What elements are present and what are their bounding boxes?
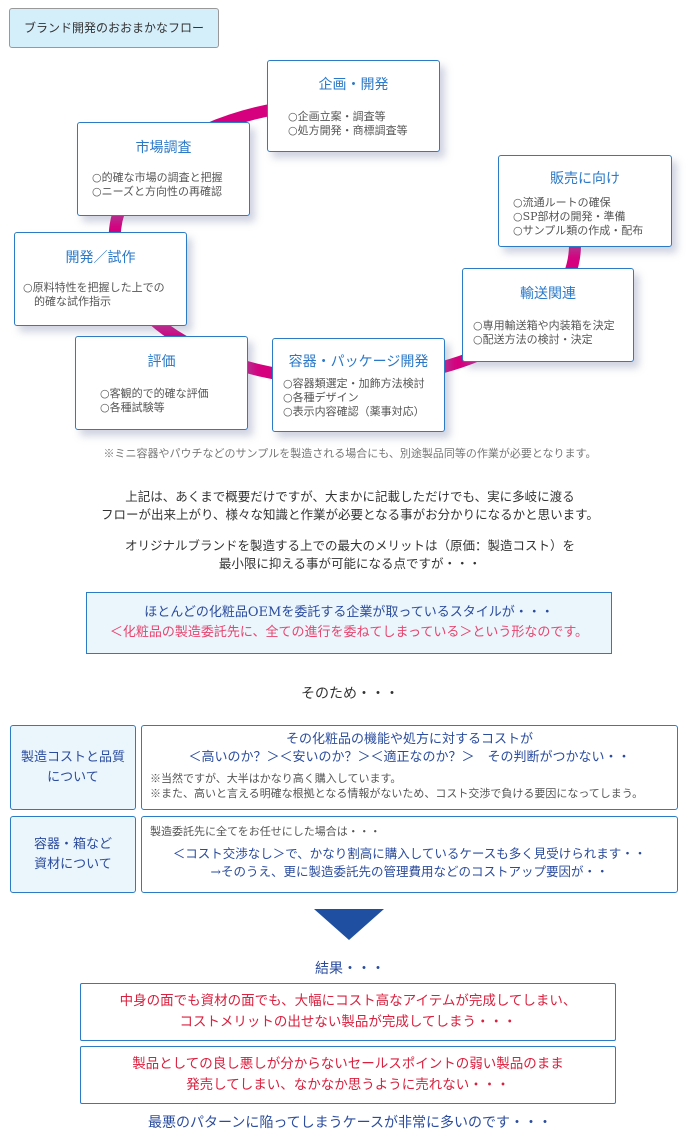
- result-line: 中身の面でも資材の面でも、大幅にコスト高なアイテムが完成してしまい、: [119, 993, 577, 1009]
- result-box-1: 中身の面でも資材の面でも、大幅にコスト高なアイテムが完成してしまい、 コストメリ…: [80, 983, 616, 1041]
- flow-card-item: ○表示内容確認（薬事対応）: [283, 405, 425, 418]
- result-line: コストメリットの出せない製品が完成してしまう・・・: [179, 1014, 517, 1030]
- flow-card-items: ○的確な市場の調査と把握○ニーズと方向性の再確認: [78, 171, 249, 199]
- flow-card-item: ○SP部材の開発・準備: [513, 210, 626, 223]
- flow-card-title: 市場調査: [135, 140, 192, 156]
- flow-card-title: 開発／試作: [65, 250, 136, 266]
- issue-label-cost: 製造コストと品質について: [10, 725, 136, 810]
- flow-note: ※ミニ容器やパウチなどのサンプルを製造される場合にも、別途製品同等の作業が必要と…: [103, 447, 597, 460]
- label-line: について: [47, 769, 99, 785]
- flow-card-kikaku: 企画・開発 ○企画立案・調査等○処方開発・商標調査等: [267, 60, 440, 152]
- oem-line-2: ＜化粧品の製造委託先に、全ての進行を委ねてしまっている＞という形なのです。: [109, 625, 589, 640]
- flow-card-item: ○企画立案・調査等: [288, 110, 386, 123]
- text-line: フローが出来上がり、様々な知識と作業が必要となる事がお分かりになるかと思います。: [101, 507, 599, 522]
- headline-line: ＜コスト交渉なし＞で、かなり割高に購入しているケースも多く見受けられます・・: [172, 846, 647, 861]
- flow-card-item: ○サンプル類の作成・配布: [513, 224, 644, 237]
- flow-card-items: ○専用輸送箱や内装箱を決定○配送方法の検討・決定: [463, 319, 633, 347]
- flow-card-yuso: 輸送関連 ○専用輸送箱や内装箱を決定○配送方法の検討・決定: [462, 268, 634, 362]
- flow-title: ブランド開発のおおまかなフロー: [9, 8, 219, 48]
- flow-card-item: ○流通ルートの確保: [513, 196, 611, 209]
- issue-box-materials: 製造委託先に全てをお任せにした場合は・・・ ＜コスト交渉なし＞で、かなり割高に購…: [141, 816, 678, 893]
- flow-card-items: ○容器類選定・加飾方法検討○各種デザイン○表示内容確認（薬事対応）: [273, 377, 444, 419]
- label-line: 製造コストと品質: [20, 749, 125, 765]
- flow-card-title: 企画・開発: [318, 77, 389, 93]
- flow-card-item: ○配送方法の検討・決定: [473, 333, 593, 346]
- flow-card-item: 的確な試作指示: [23, 295, 111, 308]
- flow-card-title: 評価: [147, 354, 176, 370]
- flow-card-item: ○各種試験等: [100, 401, 165, 414]
- label-line: 資材について: [34, 856, 112, 872]
- flow-card-shisaku: 開発／試作 ○原料特性を把握した上での 的確な試作指示: [14, 232, 187, 326]
- result-label: 結果・・・: [315, 961, 385, 977]
- summary-paragraph-1: 上記は、あくまで概要だけですが、大まかに記載しただけでも、実に多岐に渡る フロー…: [0, 488, 700, 524]
- summary-paragraph-2: オリジナルブランドを製造する上での最大のメリットは（原価：製造コスト）を 最小限…: [0, 537, 700, 573]
- flow-card-hyoka: 評価 ○客観的で的確な評価○各種試験等: [75, 336, 248, 430]
- flow-card-item: ○容器類選定・加飾方法検討: [283, 377, 425, 390]
- result-box-2: 製品としての良し悪しが分からないセールスポイントの弱い製品のまま 発売してしまい…: [80, 1046, 616, 1104]
- flow-card-item: ○各種デザイン: [283, 391, 359, 404]
- flow-card-title: 容器・パッケージ開発: [288, 354, 429, 370]
- flow-card-items: ○流通ルートの確保○SP部材の開発・準備○サンプル類の作成・配布: [499, 196, 671, 238]
- flow-card-items: ○客観的で的確な評価○各種試験等: [76, 387, 247, 415]
- flow-card-hanbai: 販売に向け ○流通ルートの確保○SP部材の開発・準備○サンプル類の作成・配布: [498, 155, 672, 247]
- flow-card-item: ○客観的で的確な評価: [100, 387, 209, 400]
- result-line: 発売してしまい、なかなか思うように売れない・・・: [186, 1077, 510, 1093]
- issue-box-cost: その化粧品の機能や処方に対するコストが ＜高いのか？＞＜安いのか？＞＜適正なのか…: [141, 725, 678, 810]
- flow-card-item: ○処方開発・商標調査等: [288, 124, 408, 137]
- text-line: オリジナルブランドを製造する上での最大のメリットは（原価：製造コスト）を: [124, 538, 575, 553]
- issue-label-materials: 容器・箱など資材について: [10, 816, 136, 893]
- headline-line: ＜高いのか？＞＜安いのか？＞＜適正なのか？＞ その判断がつかない・・: [188, 750, 631, 765]
- note-line: ※当然ですが、大半はかなり高く購入しています。: [150, 772, 402, 785]
- oem-line-1: ほとんどの化粧品OEMを委託する企業が取っているスタイルが・・・: [144, 605, 554, 620]
- oem-style-box: ほとんどの化粧品OEMを委託する企業が取っているスタイルが・・・ ＜化粧品の製造…: [86, 592, 612, 654]
- flow-card-shijo: 市場調査 ○的確な市場の調査と把握○ニーズと方向性の再確認: [77, 122, 250, 216]
- result-line: 製品としての良し悪しが分からないセールスポイントの弱い製品のまま: [132, 1056, 564, 1072]
- flow-card-title: 輸送関連: [520, 286, 576, 302]
- flow-card-item: ○原料特性を把握した上での: [23, 281, 165, 294]
- text-line: 上記は、あくまで概要だけですが、大まかに記載しただけでも、実に多岐に渡る: [125, 489, 575, 504]
- flow-card-items: ○企画立案・調査等○処方開発・商標調査等: [268, 110, 439, 138]
- text-line: 最小限に抑える事が可能になる点ですが・・・: [218, 556, 482, 571]
- label-line: 容器・箱など: [33, 836, 112, 852]
- flow-card-yoki: 容器・パッケージ開発 ○容器類選定・加飾方法検討○各種デザイン○表示内容確認（薬事…: [272, 338, 445, 432]
- flow-card-item: ○的確な市場の調査と把握: [92, 171, 223, 184]
- flow-card-items: ○原料特性を把握した上での 的確な試作指示: [15, 281, 186, 309]
- down-arrow-icon: [314, 909, 384, 940]
- note-line: ※また、高いと言える明確な根拠となる情報がないため、コスト交渉で負ける要因になっ…: [150, 787, 644, 800]
- flow-card-item: ○ニーズと方向性の再確認: [92, 185, 223, 198]
- intro-line: 製造委託先に全てをお任せにした場合は・・・: [150, 825, 381, 838]
- sonotame-text: そのため・・・: [301, 686, 399, 702]
- flow-card-item: ○専用輸送箱や内装箱を決定: [473, 319, 615, 332]
- flow-card-title: 販売に向け: [550, 171, 620, 187]
- conclusion-text: 最悪のパターンに陥ってしまうケースが非常に多いのです・・・: [148, 1115, 552, 1131]
- headline-line: その化粧品の機能や処方に対するコストが: [285, 732, 533, 747]
- headline-line: →そのうえ、更に製造委託先の管理費用などのコストアップ要因が・・: [210, 864, 609, 879]
